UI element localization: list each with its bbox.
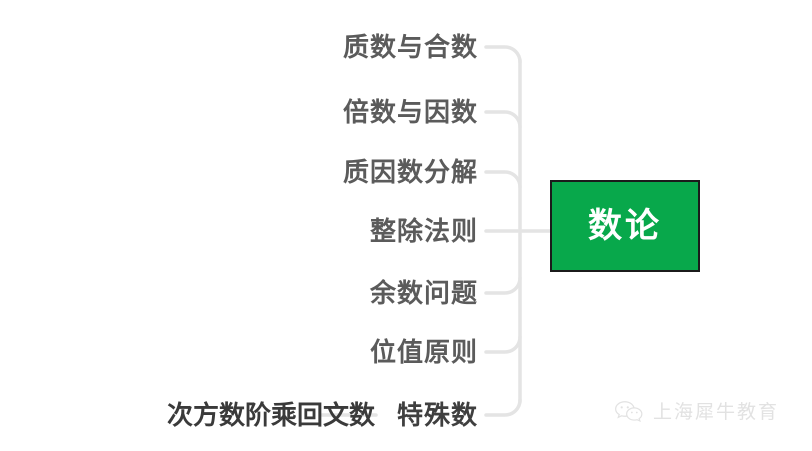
leaf-node-label[interactable]: 次方数阶乘回文数 — [166, 400, 375, 430]
branch-label-1[interactable]: 质数与合数 — [342, 32, 478, 62]
branch-connector-7 — [484, 398, 522, 417]
branch-connector-3 — [484, 170, 522, 189]
branch-label-5[interactable]: 余数问题 — [369, 278, 478, 308]
root-node[interactable]: 数论 — [550, 180, 700, 272]
branch-label-4[interactable]: 整除法则 — [369, 216, 478, 246]
wechat-icon — [615, 401, 643, 423]
branch-label-2[interactable]: 倍数与因数 — [342, 97, 478, 127]
branch-connector-2 — [484, 110, 522, 129]
watermark-text: 上海犀牛教育 — [653, 401, 780, 423]
branch-label-3[interactable]: 质因数分解 — [342, 157, 478, 187]
root-node-label: 数论 — [588, 207, 662, 245]
branch-label-6[interactable]: 位值原则 — [369, 337, 478, 367]
branch-connector-1 — [484, 45, 522, 64]
branch-label-7[interactable]: 特殊数 — [396, 400, 478, 430]
branch-connector-6 — [484, 335, 522, 354]
branch-connector-5 — [484, 276, 522, 295]
watermark: 上海犀牛教育 — [614, 399, 779, 425]
